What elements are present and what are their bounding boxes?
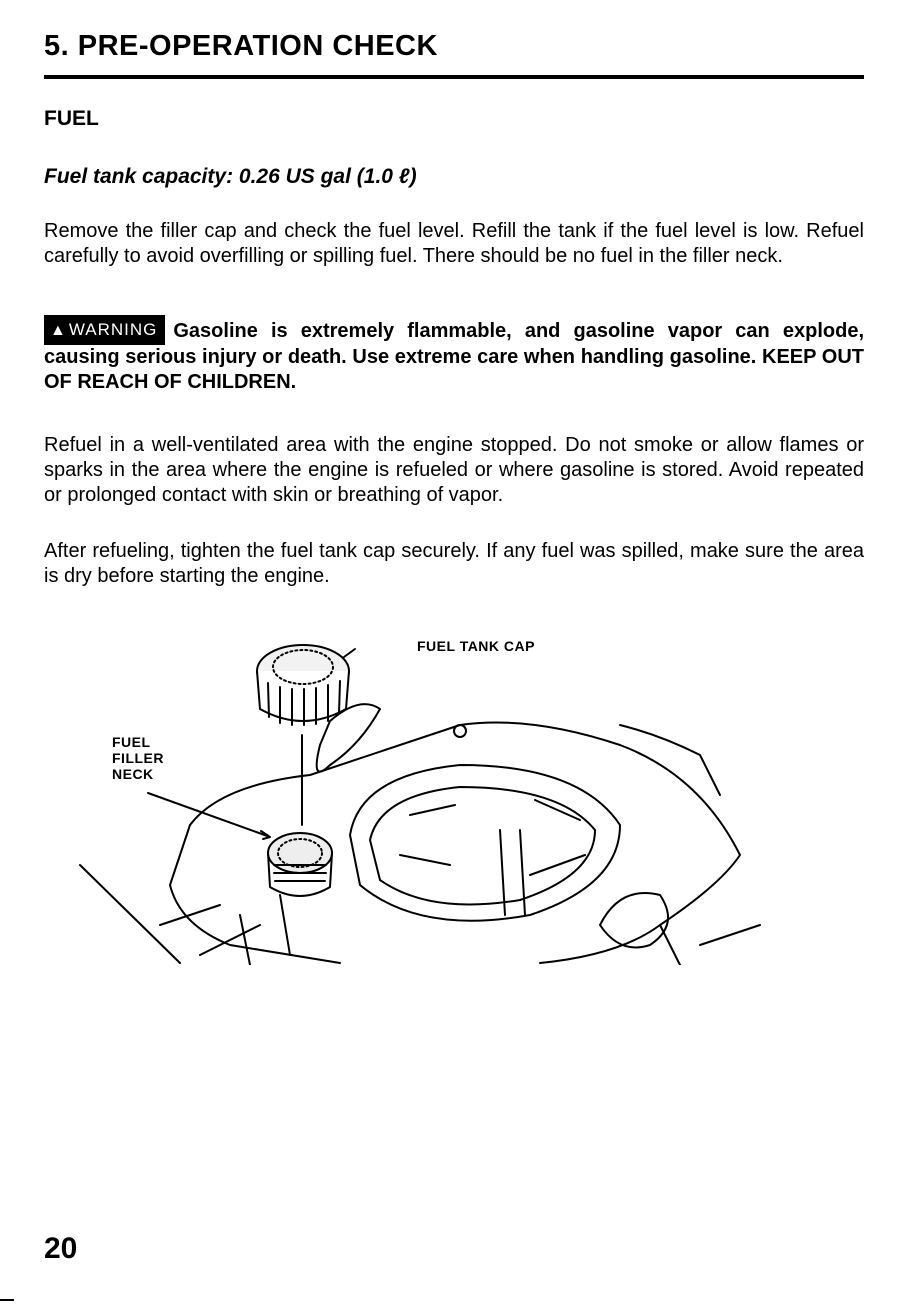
filler-neck-drawing: [267, 832, 333, 897]
neck-label-line-2: FILLER: [112, 750, 164, 766]
after-refuel-paragraph: After refueling, tighten the fuel tank c…: [44, 540, 864, 587]
warning-badge-label: WARNING: [68, 320, 158, 339]
section-heading: FUEL: [44, 107, 99, 130]
neck-leader-line: [147, 792, 271, 840]
warning-badge: ▲WARNING: [44, 315, 166, 345]
fuel-filler-neck-label: FUEL FILLER NECK: [112, 734, 192, 782]
fuel-tank-cap-label: FUEL TANK CAP: [417, 638, 535, 654]
engine-body-drawing: [79, 703, 761, 965]
fuel-tank-illustration: [79, 644, 761, 965]
refuel-area-paragraph: Refuel in a well-ventilated area with th…: [44, 434, 864, 506]
fuel-cap-drawing: [256, 644, 350, 726]
corner-mark: [0, 1299, 14, 1301]
fuel-capacity: Fuel tank capacity: 0.26 US gal (1.0 ℓ): [44, 165, 417, 188]
neck-label-line-1: FUEL: [112, 734, 151, 750]
check-fuel-paragraph: Remove the filler cap and check the fuel…: [44, 220, 864, 267]
warning-text: Gasoline is extremely flammable, and gas…: [44, 320, 864, 393]
title-rule: [44, 75, 864, 79]
page-number: 20: [44, 1232, 78, 1265]
warning-triangle-icon: ▲: [50, 322, 67, 339]
neck-label-line-3: NECK: [112, 766, 154, 782]
page-title: 5. PRE-OPERATION CHECK: [44, 30, 438, 62]
